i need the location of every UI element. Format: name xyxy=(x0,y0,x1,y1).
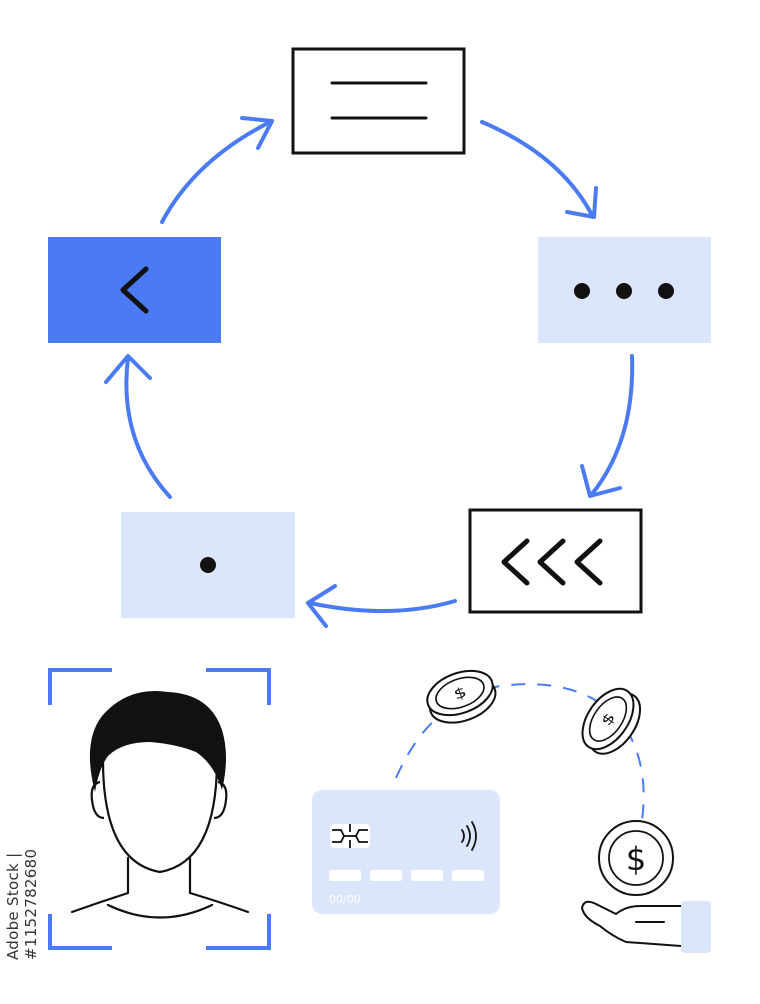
arrow-right-to-bottomright xyxy=(590,354,635,496)
person-bust xyxy=(70,856,250,919)
dollar-coin-icon: $ xyxy=(581,687,642,755)
triple-chevron-left-icon xyxy=(501,538,603,586)
arrow-left-to-top xyxy=(160,120,272,224)
top-box xyxy=(291,47,466,155)
ears xyxy=(90,780,228,820)
coin-trajectory xyxy=(395,683,645,821)
arrow-bottomleft-to-left xyxy=(124,356,172,499)
arrowhead-top-to-right xyxy=(565,186,598,219)
arrow-bottomright-to-bottomleft xyxy=(308,599,457,614)
dollar-coin-icon: $ xyxy=(426,669,497,724)
open-hand-icon xyxy=(581,900,711,953)
face-id-scan-icon xyxy=(48,668,271,950)
cycle-arrows xyxy=(104,116,635,628)
left-box xyxy=(48,237,221,343)
dot-icon xyxy=(200,557,216,573)
bottom-left-box xyxy=(121,512,295,618)
right-box xyxy=(538,237,711,343)
credit-card-icon: 00/00 xyxy=(312,790,500,914)
svg-text:$: $ xyxy=(452,684,470,704)
scan-frame-corners xyxy=(48,668,271,950)
menu-lines-icon xyxy=(330,81,428,120)
contactless-icon xyxy=(461,821,477,851)
svg-text:$: $ xyxy=(626,840,646,878)
arrowhead-left-to-top xyxy=(240,116,274,150)
card-number-blocks xyxy=(329,870,484,881)
card-chip-icon xyxy=(330,824,370,848)
chevron-left-icon xyxy=(120,266,149,314)
ellipsis-icon xyxy=(574,283,674,299)
bottom-right-box xyxy=(468,508,643,614)
arrow-top-to-right xyxy=(480,120,594,217)
card-expiry: 00/00 xyxy=(329,893,361,906)
payment-illustration: 00/00 $ $ $ xyxy=(312,669,711,953)
arrowhead-bottomright-to-bottomleft xyxy=(306,584,337,628)
dollar-coin-icon: $ xyxy=(598,820,674,896)
arrowhead-bottomleft-to-left xyxy=(104,354,152,384)
arrowhead-right-to-bottomright xyxy=(580,464,622,498)
hair xyxy=(89,691,226,792)
stock-id-watermark: Adobe Stock | #1152782680 xyxy=(4,848,40,960)
